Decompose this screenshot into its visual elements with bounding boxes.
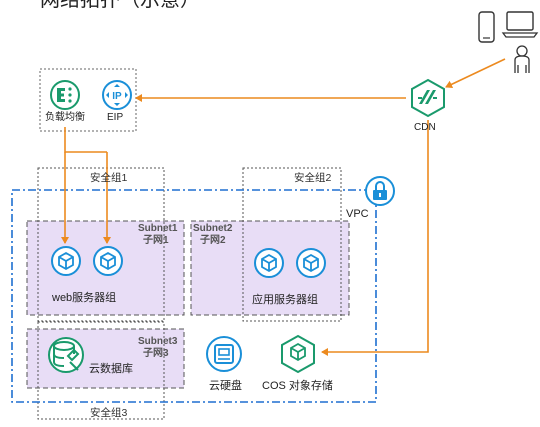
security-group-1-label: 安全组1: [90, 172, 128, 184]
vpc-lock-icon: [365, 176, 395, 206]
web-server-2-icon: [93, 246, 123, 276]
user-icon: [514, 45, 530, 73]
subnet2-name: Subnet2: [193, 223, 233, 234]
laptop-icon: [501, 11, 539, 38]
app-server-1-icon: [254, 248, 284, 278]
cos-storage-icon: [281, 334, 315, 374]
subnet1-name: Subnet1: [138, 223, 178, 234]
security-group-2-box: [242, 167, 342, 322]
cloud-database-icon: [48, 337, 84, 373]
mobile-phone-icon: [478, 11, 495, 43]
flow-user-to-cdn: [445, 58, 506, 89]
load-balancer-icon: [50, 80, 80, 110]
web-server-group-label: web服务器组: [52, 292, 117, 304]
vpc-label: VPC: [346, 208, 369, 220]
cos-storage-label: COS 对象存储: [262, 380, 333, 392]
cdn-label: CDN: [414, 122, 436, 133]
cdn-icon: [411, 78, 445, 118]
security-group-3-box: [37, 321, 165, 420]
subnet1-cn: 子网1: [143, 235, 169, 246]
web-server-1-icon: [51, 246, 81, 276]
eip-icon-text: IP: [112, 91, 122, 102]
flow-cdn-to-cos: [321, 120, 429, 356]
header-title-text: 网络拓扑（示意）: [40, 0, 200, 11]
app-server-group-label: 应用服务器组: [252, 294, 318, 306]
subnet3-name: Subnet3: [138, 336, 178, 347]
security-group-3-label: 安全组3: [90, 407, 128, 419]
eip-icon: IP: [102, 80, 132, 110]
cloud-disk-label: 云硬盘: [209, 380, 242, 392]
subnet3-box: [26, 328, 185, 389]
load-balancer-label: 负载均衡: [45, 112, 85, 123]
subnet2-cn: 子网2: [200, 235, 226, 246]
security-group-2-label: 安全组2: [294, 172, 332, 184]
cloud-disk-icon: [206, 336, 242, 372]
app-server-2-icon: [296, 248, 326, 278]
cloud-database-label: 云数据库: [89, 363, 133, 375]
eip-label: EIP: [107, 112, 124, 123]
subnet3-cn: 子网3: [143, 348, 169, 359]
lb-eip-box: [39, 68, 137, 132]
header-title-clipped: 网络拓扑（示意）: [40, 0, 200, 11]
vpc-box: [11, 189, 377, 403]
security-group-1-box: [37, 167, 165, 322]
